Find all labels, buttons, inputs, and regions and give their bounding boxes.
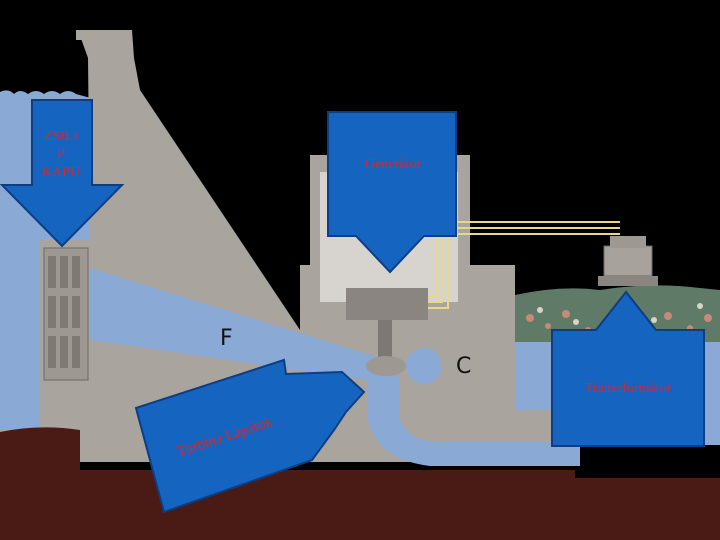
generator-arrow: [327, 111, 457, 274]
gate-label: ZSILI P KAPU: [34, 128, 88, 182]
letter-f: F: [220, 326, 233, 351]
power-lines: [428, 221, 620, 309]
dam-crest: [76, 30, 128, 40]
generator-housing: [346, 288, 428, 320]
scroll-case: [406, 348, 442, 384]
transformer-arrow: [551, 290, 705, 447]
ground: [0, 427, 720, 540]
letter-c: C: [456, 354, 472, 379]
transformer-label: Transzformátor: [584, 381, 672, 396]
penstock: [90, 268, 380, 382]
generator-label: Generátor: [365, 157, 421, 172]
gate-label-line2: P: [57, 147, 65, 162]
turbine-arrow: [134, 358, 366, 514]
transformer-unit: [598, 236, 658, 286]
generator-shaft: [378, 320, 392, 358]
gate-arrow: [0, 99, 125, 248]
gate-label-line3: KAPU: [41, 165, 81, 180]
draft-tube: [368, 376, 580, 466]
turbine-runner: [366, 356, 406, 376]
intake-grill: [43, 247, 89, 381]
gate-label-line1: ZSILI: [43, 129, 79, 144]
